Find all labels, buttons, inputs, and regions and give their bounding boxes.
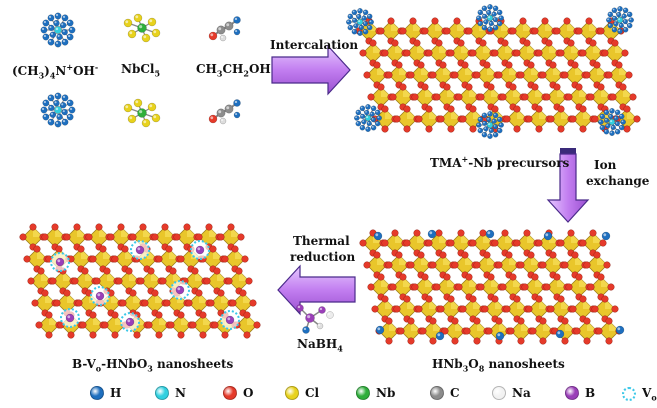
intercalated-nanosheet: [345, 3, 641, 140]
nb-atom-icon: [356, 386, 370, 400]
bvo-label: B-Vo-HNbO3 nanosheets: [72, 357, 234, 374]
reduction-label: reduction: [290, 250, 356, 264]
thermal-label: Thermal: [293, 234, 350, 248]
hnb3o8-nanosheet: [359, 229, 625, 345]
exchange-label: exchange: [586, 174, 650, 188]
b-atom-icon: [565, 386, 579, 400]
legend-label: H: [110, 386, 122, 400]
cl-atom-icon: [285, 386, 299, 400]
b-vo-hnbo3-nanosheet: [19, 223, 261, 339]
thermal-reduction-arrow: [277, 264, 356, 316]
legend-item-nb: Nb: [356, 386, 395, 400]
c-atom-icon: [430, 386, 444, 400]
tma-label: (CH3)4N+OH-: [12, 62, 99, 81]
tma-nb-precursors-label: TMA+-Nb precursors: [430, 154, 570, 170]
intercalation-label: Intercalation: [270, 38, 359, 52]
legend-item-n: N: [155, 386, 186, 400]
n-atom-icon: [155, 386, 169, 400]
legend-label: Vo: [642, 386, 657, 403]
legend-label: Na: [512, 386, 531, 400]
legend-item-vo: Vo: [622, 386, 657, 402]
reagent-molecules: [40, 12, 241, 128]
legend-item-na: Na: [492, 386, 531, 400]
legend-label: C: [450, 386, 460, 400]
na-atom-icon: [492, 386, 506, 400]
nbcl5-label: NbCl5: [121, 62, 161, 79]
legend-label: B: [585, 386, 596, 400]
legend-label: N: [175, 386, 186, 400]
legend-item-o: O: [223, 386, 253, 400]
legend-item-b: B: [565, 386, 595, 400]
h-atom-icon: [90, 386, 104, 400]
legend-item-h: H: [90, 386, 121, 400]
ion-label: Ion: [594, 158, 617, 172]
vacancy-icon: [622, 387, 636, 402]
ion-exchange-arrow: [546, 148, 590, 223]
nabh4-label: NaBH4: [297, 337, 343, 354]
legend-item-cl: Cl: [285, 386, 319, 400]
ethanol-label: CH3CH2OH: [196, 62, 271, 79]
legend-label: Nb: [376, 386, 396, 400]
o-atom-icon: [223, 386, 237, 400]
legend-item-c: C: [430, 386, 460, 400]
legend-label: O: [243, 386, 254, 400]
legend-label: Cl: [305, 386, 320, 400]
intercalation-arrow: [271, 44, 351, 96]
nabh4-molecule-icon: [296, 304, 334, 334]
hnb3o8-label: HNb3O8 nanosheets: [432, 357, 565, 374]
